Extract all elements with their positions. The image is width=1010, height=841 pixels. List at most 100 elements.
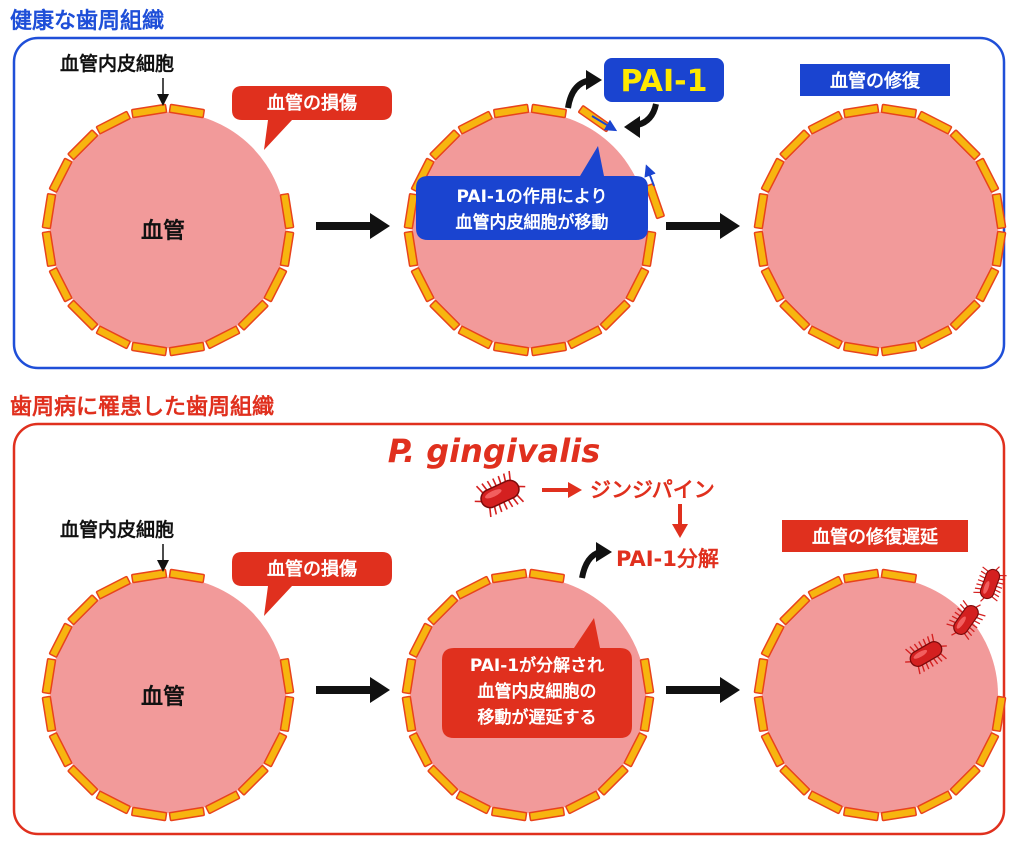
endothelial-cell [455, 790, 491, 815]
endothelial-cell [949, 129, 981, 161]
endothelial-cell [949, 764, 981, 796]
svg-text:血管内皮細胞が移動: 血管内皮細胞が移動 [456, 212, 609, 233]
endothelial-cell [168, 806, 205, 822]
endothelial-cell [880, 103, 917, 119]
endothelial-cell [491, 806, 528, 822]
repair-delay-label: 血管の修復遅延 [782, 520, 968, 552]
endothelial-cell [991, 193, 1007, 230]
endothelial-cell [807, 325, 843, 350]
endothelial-cell [843, 806, 880, 822]
endothelial-cell [205, 790, 241, 815]
vessel-body [50, 112, 286, 348]
endothelial-cell [168, 103, 205, 119]
endothelial-cell [807, 110, 843, 135]
endothelial-cell [975, 732, 1000, 768]
endothelial-cell [760, 157, 785, 193]
healthy-section-title: 健康な歯周組織 [10, 8, 164, 34]
endothelial-cell [67, 764, 99, 796]
vessel-body [762, 112, 998, 348]
endothelial-cell [95, 110, 131, 135]
endothelial-cell [753, 658, 769, 695]
endothelial-cell [41, 658, 57, 695]
endothelial-cell [779, 764, 811, 796]
endothelial-cell [753, 695, 769, 732]
endothelial-cell [753, 230, 769, 267]
endothelial-cell [530, 341, 567, 357]
endothelial-cell [131, 806, 168, 822]
vessel-healthy-damaged [41, 103, 295, 357]
endothelial-cell [760, 267, 785, 303]
endothelial-cell [279, 695, 295, 732]
svg-text:血管の修復: 血管の修復 [830, 70, 921, 92]
endothelial-cell [623, 732, 648, 768]
endothelial-cell [131, 103, 168, 119]
bacterium-icon [946, 600, 986, 640]
endothelial-cell [168, 341, 205, 357]
bacterium-icon [973, 566, 1007, 602]
endothelial-cell [599, 299, 631, 331]
endothelial-cell [95, 325, 131, 350]
endothelial-cell [263, 732, 288, 768]
endothelial-cell [67, 594, 99, 626]
endothelial-cell [760, 732, 785, 768]
vessel-diseased-delayed [753, 568, 1007, 822]
endothelial-cell [48, 157, 73, 193]
endothelial-cell [779, 129, 811, 161]
endothelial-cell [639, 658, 655, 695]
endothelial-cell [880, 568, 917, 584]
endothelial-cell [597, 764, 629, 796]
endothelial-cell [237, 299, 269, 331]
endothelial-cell [41, 695, 57, 732]
endothelial-cell [67, 129, 99, 161]
endothelial-cell [639, 695, 655, 732]
migration-callout: PAI-1の作用により 血管内皮細胞が移動 [416, 146, 648, 240]
endothelial-cell [403, 193, 419, 230]
endothelial-cell [779, 299, 811, 331]
endothelial-cell [880, 341, 917, 357]
endothelial-cell [880, 806, 917, 822]
endothelial-cell-label: 血管内皮細胞 [60, 52, 174, 75]
endothelial-cell [67, 299, 99, 331]
endothelial-cell [131, 341, 168, 357]
migration-arrow [591, 115, 618, 132]
endothelial-cell [279, 658, 295, 695]
endothelial-cell [843, 341, 880, 357]
endothelial-cell [753, 193, 769, 230]
endothelial-cell [401, 658, 417, 695]
endothelial-cell [427, 594, 459, 626]
endothelial-cell [41, 193, 57, 230]
endothelial-cell [565, 790, 601, 815]
endothelial-cell [991, 695, 1007, 732]
endothelial-cell [237, 764, 269, 796]
vessel-body [762, 577, 998, 813]
endothelial-cell [949, 299, 981, 331]
diseased-section-title: 歯周病に罹患した歯周組織 [10, 394, 274, 420]
repair-label: 血管の修復 [800, 64, 950, 96]
endothelial-cell-label: 血管内皮細胞 [60, 518, 174, 541]
endothelial-cell [779, 594, 811, 626]
svg-text:移動が遅延する: 移動が遅延する [478, 707, 597, 728]
endothelial-cell [408, 622, 433, 658]
endothelial-cell [95, 790, 131, 815]
bacterium-icon [905, 633, 947, 675]
gingipain-label: ジンジパイン [590, 478, 715, 502]
endothelial-cell [807, 575, 843, 600]
bacterium-name: P. gingivalis [388, 432, 600, 470]
endothelial-cell [455, 575, 491, 600]
svg-text:血管の損傷: 血管の損傷 [267, 558, 357, 580]
endothelial-cell [408, 732, 433, 768]
svg-text:PAI-1の作用により: PAI-1の作用により [457, 186, 608, 207]
endothelial-cell [491, 568, 528, 584]
endothelial-cell [917, 325, 953, 350]
svg-text:血管の損傷: 血管の損傷 [267, 92, 357, 114]
endothelial-cell [975, 267, 1000, 303]
endothelial-cell [843, 568, 880, 584]
delay-callout: PAI-1が分解され 血管内皮細胞の 移動が遅延する [442, 618, 632, 738]
migration-arrow [644, 164, 656, 187]
healthy-frame [12, 36, 1006, 370]
endothelial-cell [205, 325, 241, 350]
vessel-diseased-damaged [41, 568, 295, 822]
endothelial-cell [493, 341, 530, 357]
diseased-frame [12, 422, 1006, 836]
